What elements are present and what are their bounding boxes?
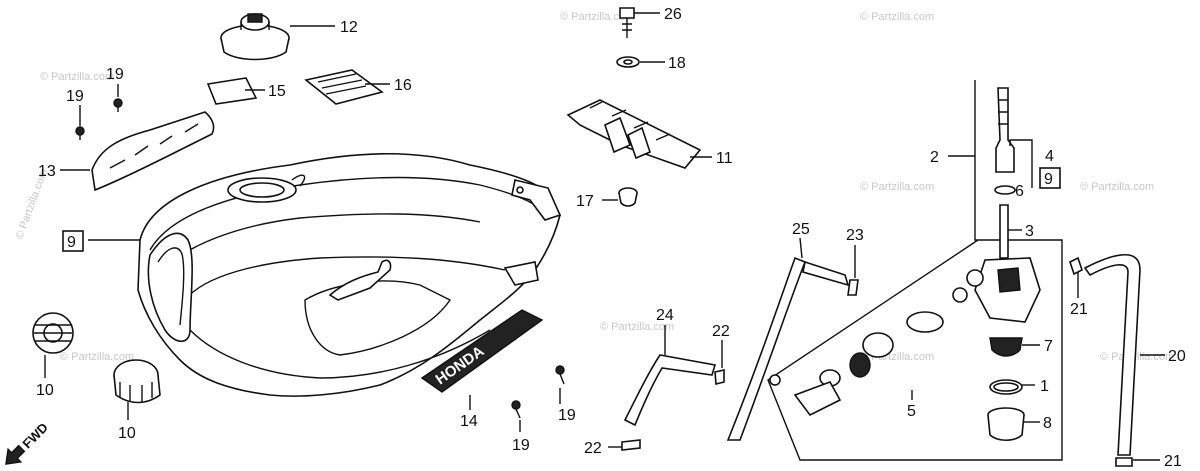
fwd-label: FWD [19, 420, 51, 452]
clip-23[interactable] [847, 279, 859, 296]
callout-14: 14 [460, 413, 478, 430]
callout-1: 1 [1040, 378, 1049, 395]
watermark: © Partzilla.com [600, 321, 674, 333]
callout-22-upper: 22 [712, 323, 730, 340]
callout-9-left: 9 [67, 234, 76, 251]
callout-2: 2 [930, 149, 939, 166]
tank-top-cover[interactable] [91, 111, 215, 192]
tank-cushion-lower[interactable] [113, 359, 161, 404]
screw-19-left[interactable] [75, 126, 85, 140]
callout-19-top: 19 [106, 66, 124, 83]
callout-10-lower: 10 [118, 425, 136, 442]
screw-19-lower-right[interactable] [555, 365, 565, 385]
watermark: © Partzilla.com [1100, 351, 1174, 363]
fuel-valve-assembly[interactable] [767, 80, 1063, 461]
callout-12: 12 [340, 19, 358, 36]
tank-cushion-upper[interactable] [32, 312, 74, 354]
clip-21-lower[interactable] [1115, 457, 1133, 467]
callout-20: 20 [1168, 348, 1186, 365]
watermark: © Partzilla.com [60, 351, 134, 363]
callout-17: 17 [576, 193, 594, 210]
fuel-hose-24[interactable] [623, 354, 717, 427]
callout-24: 24 [656, 307, 674, 324]
fuel-hose-20[interactable] [1083, 254, 1141, 456]
callout-8: 8 [1043, 415, 1052, 432]
callout-9-right-box: 9 [1039, 167, 1061, 189]
screw-19-lower-left[interactable] [511, 400, 521, 419]
screw-19-top[interactable] [113, 98, 123, 112]
washer-18[interactable] [616, 56, 640, 68]
clip-22-lower[interactable] [621, 439, 641, 451]
callout-18: 18 [668, 55, 686, 72]
watermark: © Partzilla.com [1080, 181, 1154, 193]
callout-19-lower-left: 19 [512, 437, 530, 454]
watermark: © Partzilla.com [560, 11, 634, 23]
fuel-hose-25[interactable] [726, 256, 850, 441]
watermark: © Partzilla.com [40, 71, 114, 83]
leader-lines [44, 12, 1165, 461]
fuel-tank[interactable] [137, 152, 562, 397]
callout-21-lower: 21 [1164, 453, 1182, 470]
clip-22-upper[interactable] [714, 369, 725, 386]
callout-19-left: 19 [66, 88, 84, 105]
callout-9-right: 9 [1044, 171, 1053, 188]
label-15[interactable] [206, 77, 258, 105]
callout-26: 26 [664, 6, 682, 23]
callout-19-lower-right: 19 [558, 407, 576, 424]
callout-labels: 12 15 16 13 19 19 10 10 14 19 19 26 18 1… [36, 6, 1186, 470]
callout-22-lower: 22 [584, 440, 602, 457]
callout-10-upper: 10 [36, 382, 54, 399]
callout-15: 15 [268, 83, 286, 100]
callout-11: 11 [716, 150, 733, 167]
collar-17[interactable] [618, 187, 638, 207]
callout-5: 5 [907, 403, 916, 420]
callout-21-upper: 21 [1070, 301, 1088, 318]
callout-3: 3 [1025, 223, 1034, 240]
callout-4: 4 [1045, 148, 1054, 165]
callout-9-left-box: 9 [62, 230, 84, 252]
callout-23: 23 [846, 227, 864, 244]
bolt-26[interactable] [619, 7, 635, 38]
callout-13: 13 [38, 163, 56, 180]
fwd-arrow: FWD [5, 420, 51, 465]
callout-16: 16 [394, 77, 412, 94]
watermark: © Partzilla.com [860, 181, 934, 193]
callout-25: 25 [792, 221, 810, 238]
label-16[interactable] [304, 69, 384, 105]
watermark: © Partzilla.com [860, 11, 934, 23]
fuel-cap[interactable] [220, 13, 290, 61]
callout-6: 6 [1015, 183, 1024, 200]
callout-7: 7 [1044, 338, 1053, 355]
tank-mount-rubber[interactable] [566, 99, 702, 169]
clip-21-upper[interactable] [1069, 256, 1083, 276]
